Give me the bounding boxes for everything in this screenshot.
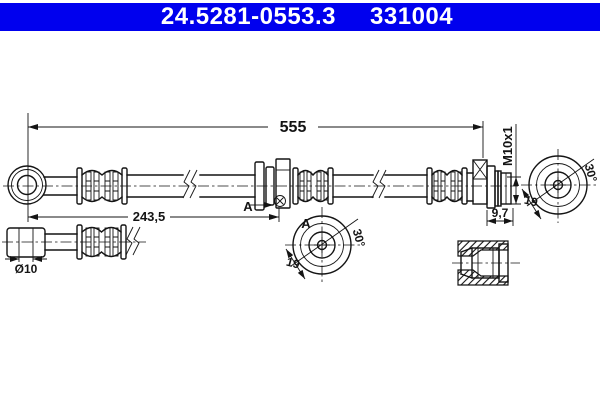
hose-sleeve-1 [76, 167, 128, 205]
hose-runs [126, 174, 428, 198]
dim-hose-diameter-text: Ø10 [15, 262, 38, 276]
threaded-end-fitting [466, 159, 512, 209]
end-view-width-text: 19 [523, 193, 540, 210]
mid-axial-view: A 19 30° [285, 215, 368, 280]
header-bar: 24.5281-0553.3 331004 [0, 3, 600, 31]
hose-sleeve-2 [292, 167, 334, 205]
part-number: 24.5281-0553.3 [160, 3, 337, 30]
dim-thread-size-text: M10x1 [500, 126, 515, 166]
dim-total-length-text: 555 [280, 119, 307, 136]
mid-view-angle-text: 30° [350, 227, 368, 248]
dimension-thread-size: M10x1 [500, 124, 521, 205]
dimension-first-section: 243,5 [28, 208, 280, 224]
reference-number: 331004 [370, 3, 454, 30]
dimension-hose-diameter: Ø10 [5, 256, 47, 276]
dim-first-section-text: 243,5 [133, 209, 166, 224]
banjo-eye-fitting [7, 165, 78, 205]
fitting-marker-a-text: A [243, 199, 253, 214]
mount-section-view [457, 240, 509, 286]
end-axial-view: 19 30° [521, 155, 600, 220]
dimension-thread-length: 9,7 [486, 206, 514, 226]
hose-sleeve-3 [426, 167, 468, 205]
mid-view-label-text: A [301, 216, 311, 231]
mid-bracket-fitting: A [243, 158, 291, 214]
break-symbols [182, 169, 387, 199]
mid-view-width-text: 19 [285, 255, 302, 272]
dim-thread-length-text: 9,7 [492, 206, 509, 220]
eye-end-side-view [6, 224, 141, 262]
end-view-angle-text: 30° [582, 162, 600, 183]
